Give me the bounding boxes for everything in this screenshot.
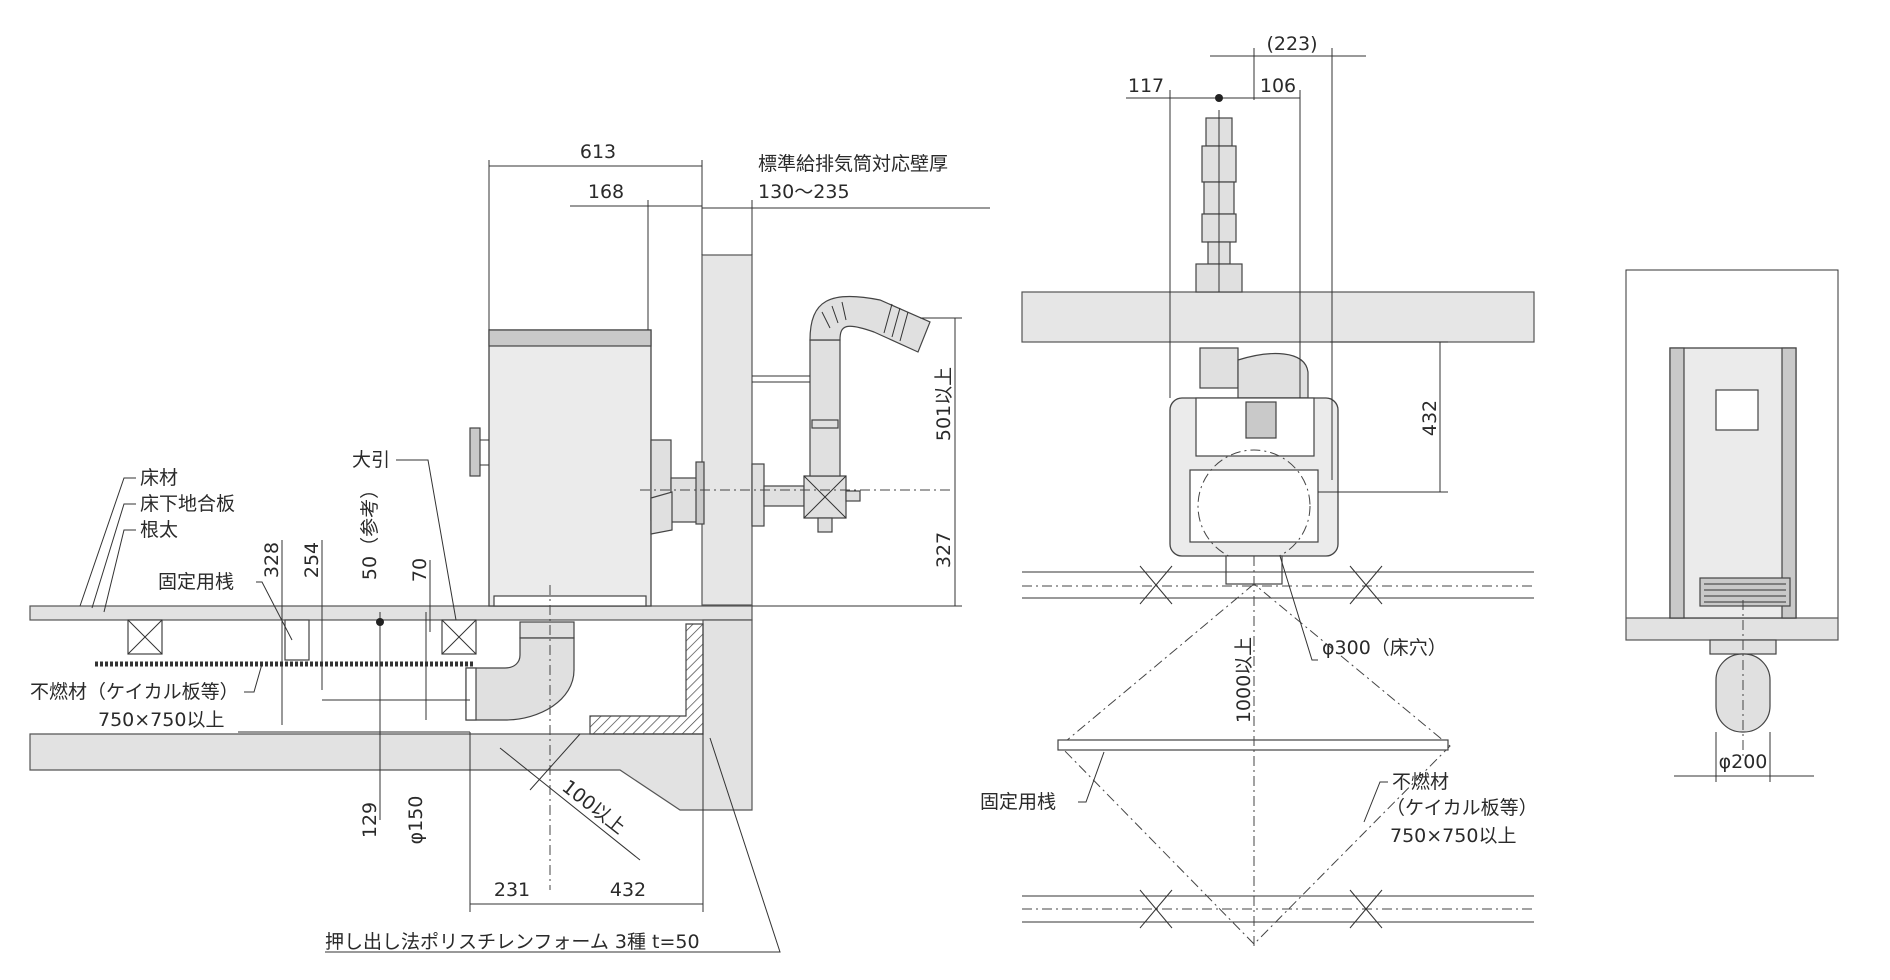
stove-body bbox=[488, 329, 652, 607]
floor-board bbox=[29, 605, 753, 621]
svg-text:根太: 根太 bbox=[140, 519, 178, 541]
front-floor-band bbox=[1625, 617, 1839, 641]
label-noncombustible-top: 不燃材 （ケイカル板等） 750×750以上 bbox=[1363, 771, 1538, 847]
label-fixing-rail: 固定用桟 bbox=[158, 571, 293, 641]
svg-text:328: 328 bbox=[261, 542, 283, 578]
side-view: 613 168 標準給排気筒対応壁厚 130〜235 501以上 327 床材 … bbox=[29, 141, 990, 953]
insulation-foam bbox=[589, 623, 704, 735]
front-view: φ200 bbox=[1625, 269, 1839, 782]
svg-text:固定用桟: 固定用桟 bbox=[980, 791, 1056, 813]
chimney-stack bbox=[1195, 110, 1243, 293]
fixing-rail-top bbox=[1057, 739, 1449, 751]
svg-text:168: 168 bbox=[588, 181, 624, 203]
svg-text:50（参考）: 50（参考） bbox=[359, 480, 381, 580]
svg-text:φ300（床穴）: φ300（床穴） bbox=[1322, 637, 1447, 659]
top-view: (223) 117 106 432 1000以上 φ300（床穴） 固定用桟 bbox=[980, 33, 1538, 950]
stove-handle bbox=[469, 427, 481, 477]
svg-text:固定用桟: 固定用桟 bbox=[158, 571, 234, 593]
svg-text:不燃材（ケイカル板等）: 不燃材（ケイカル板等） bbox=[30, 681, 239, 703]
svg-text:129: 129 bbox=[359, 802, 381, 838]
svg-text:501以上: 501以上 bbox=[933, 367, 955, 441]
svg-text:床下地合板: 床下地合板 bbox=[140, 493, 235, 515]
svg-text:100以上: 100以上 bbox=[558, 776, 630, 839]
svg-text:750×750以上: 750×750以上 bbox=[1390, 825, 1516, 847]
svg-text:φ200: φ200 bbox=[1719, 751, 1768, 773]
dim-1000: 1000以上 bbox=[1233, 637, 1255, 723]
label-noncombustible: 不燃材（ケイカル板等） 750×750以上 bbox=[30, 663, 470, 733]
dim-117-106: 117 106 bbox=[1126, 75, 1301, 398]
exterior-bend bbox=[809, 295, 931, 353]
svg-text:70: 70 bbox=[409, 558, 431, 582]
svg-text:254: 254 bbox=[301, 542, 323, 578]
dim-223: (223) bbox=[1210, 33, 1366, 480]
stove-top-view bbox=[1169, 347, 1339, 585]
joist-right bbox=[441, 619, 477, 655]
svg-text:327: 327 bbox=[933, 532, 955, 568]
dim-613: 613 bbox=[488, 141, 703, 330]
svg-text:231: 231 bbox=[494, 879, 530, 901]
svg-text:432: 432 bbox=[1419, 400, 1441, 436]
dim-432-top: 432 bbox=[1318, 341, 1448, 493]
svg-text:（ケイカル板等）: （ケイカル板等） bbox=[1386, 797, 1538, 819]
label-floor-hole: φ300（床穴） bbox=[1279, 555, 1447, 661]
svg-text:押し出し法ポリスチレンフォーム 3種 t=50: 押し出し法ポリスチレンフォーム 3種 t=50 bbox=[325, 931, 700, 953]
floor-lines-top bbox=[1022, 565, 1534, 929]
dim-168: 168 bbox=[570, 181, 702, 330]
dim-501: 501以上 bbox=[920, 317, 962, 490]
dim-phi200: φ200 bbox=[1674, 732, 1814, 782]
front-stove-grille bbox=[1699, 577, 1791, 607]
fixing-rail bbox=[284, 619, 310, 661]
dim-wall-thickness: 標準給排気筒対応壁厚 130〜235 bbox=[702, 153, 990, 255]
svg-text:不燃材: 不燃材 bbox=[1392, 771, 1449, 793]
svg-text:床材: 床材 bbox=[140, 467, 178, 489]
svg-text:432: 432 bbox=[610, 879, 646, 901]
svg-text:大引: 大引 bbox=[352, 449, 390, 471]
svg-text:117: 117 bbox=[1128, 75, 1164, 97]
label-beam: 大引 bbox=[352, 449, 457, 621]
dim-327: 327 bbox=[752, 490, 962, 607]
dim-lower-vertical: 129 φ150 bbox=[359, 796, 427, 845]
label-xps-foam: 押し出し法ポリスチレンフォーム 3種 t=50 bbox=[325, 737, 781, 953]
label-fixing-rail-top: 固定用桟 bbox=[980, 751, 1105, 813]
svg-text:106: 106 bbox=[1260, 75, 1296, 97]
svg-text:(223): (223) bbox=[1266, 33, 1317, 55]
stove-top-grille bbox=[488, 329, 652, 347]
wall-section bbox=[701, 254, 753, 606]
svg-text:1000以上: 1000以上 bbox=[1233, 637, 1255, 723]
front-stove-window bbox=[1715, 389, 1759, 431]
wall-band bbox=[1021, 291, 1535, 343]
joist-left bbox=[127, 619, 163, 655]
svg-text:613: 613 bbox=[580, 141, 616, 163]
svg-text:130〜235: 130〜235 bbox=[758, 181, 850, 203]
floor-labels: 床材 床下地合板 根太 bbox=[79, 467, 235, 613]
svg-text:φ150: φ150 bbox=[405, 796, 427, 845]
svg-text:750×750以上: 750×750以上 bbox=[98, 709, 224, 731]
svg-text:標準給排気筒対応壁厚: 標準給排気筒対応壁厚 bbox=[758, 153, 948, 175]
dim-vertical-set: 328 254 50（参考） 70 bbox=[261, 480, 431, 582]
dim-231-432: 231 432 bbox=[469, 732, 704, 912]
underfloor-elbow bbox=[465, 637, 575, 721]
